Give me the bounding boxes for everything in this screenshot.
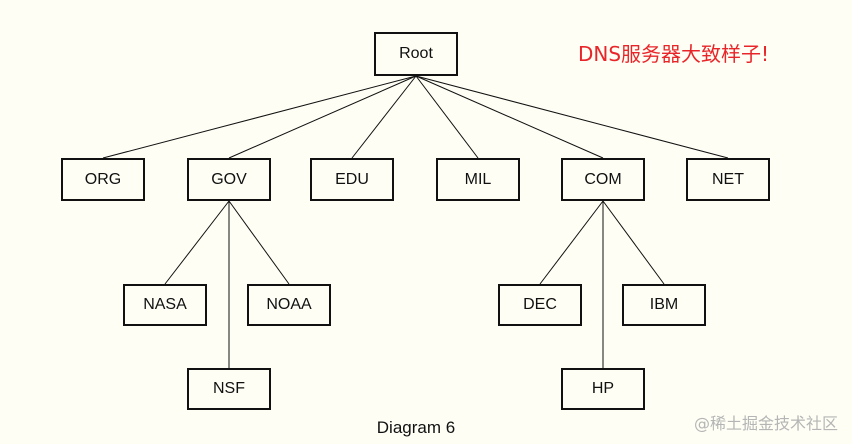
node-dec: DEC [498, 284, 582, 326]
node-gov: GOV [187, 158, 271, 201]
node-edu: EDU [310, 158, 394, 201]
edge-gov-nasa [164, 200, 230, 285]
node-com: COM [561, 158, 645, 201]
edge-root-com [415, 75, 604, 159]
edge-root-net [415, 75, 729, 159]
node-nsf: NSF [187, 368, 271, 410]
edge-gov-noaa [228, 200, 290, 285]
node-noaa: NOAA [247, 284, 331, 326]
edge-root-gov [228, 75, 417, 159]
edge-root-edu [351, 75, 417, 159]
edge-com-dec [539, 200, 604, 285]
annotation-text: DNS服务器大致样子! [578, 42, 770, 66]
node-org: ORG [61, 158, 145, 201]
node-root: Root [374, 32, 458, 76]
edge-com-ibm [602, 200, 665, 285]
diagram-caption: Diagram 6 [376, 418, 456, 437]
node-ibm: IBM [622, 284, 706, 326]
edge-root-org [102, 75, 417, 159]
watermark: @稀土掘金技术社区 [693, 414, 838, 433]
node-mil: MIL [436, 158, 520, 201]
node-nasa: NASA [123, 284, 207, 326]
node-net: NET [686, 158, 770, 201]
node-hp: HP [561, 368, 645, 410]
edge-root-mil [415, 75, 479, 159]
